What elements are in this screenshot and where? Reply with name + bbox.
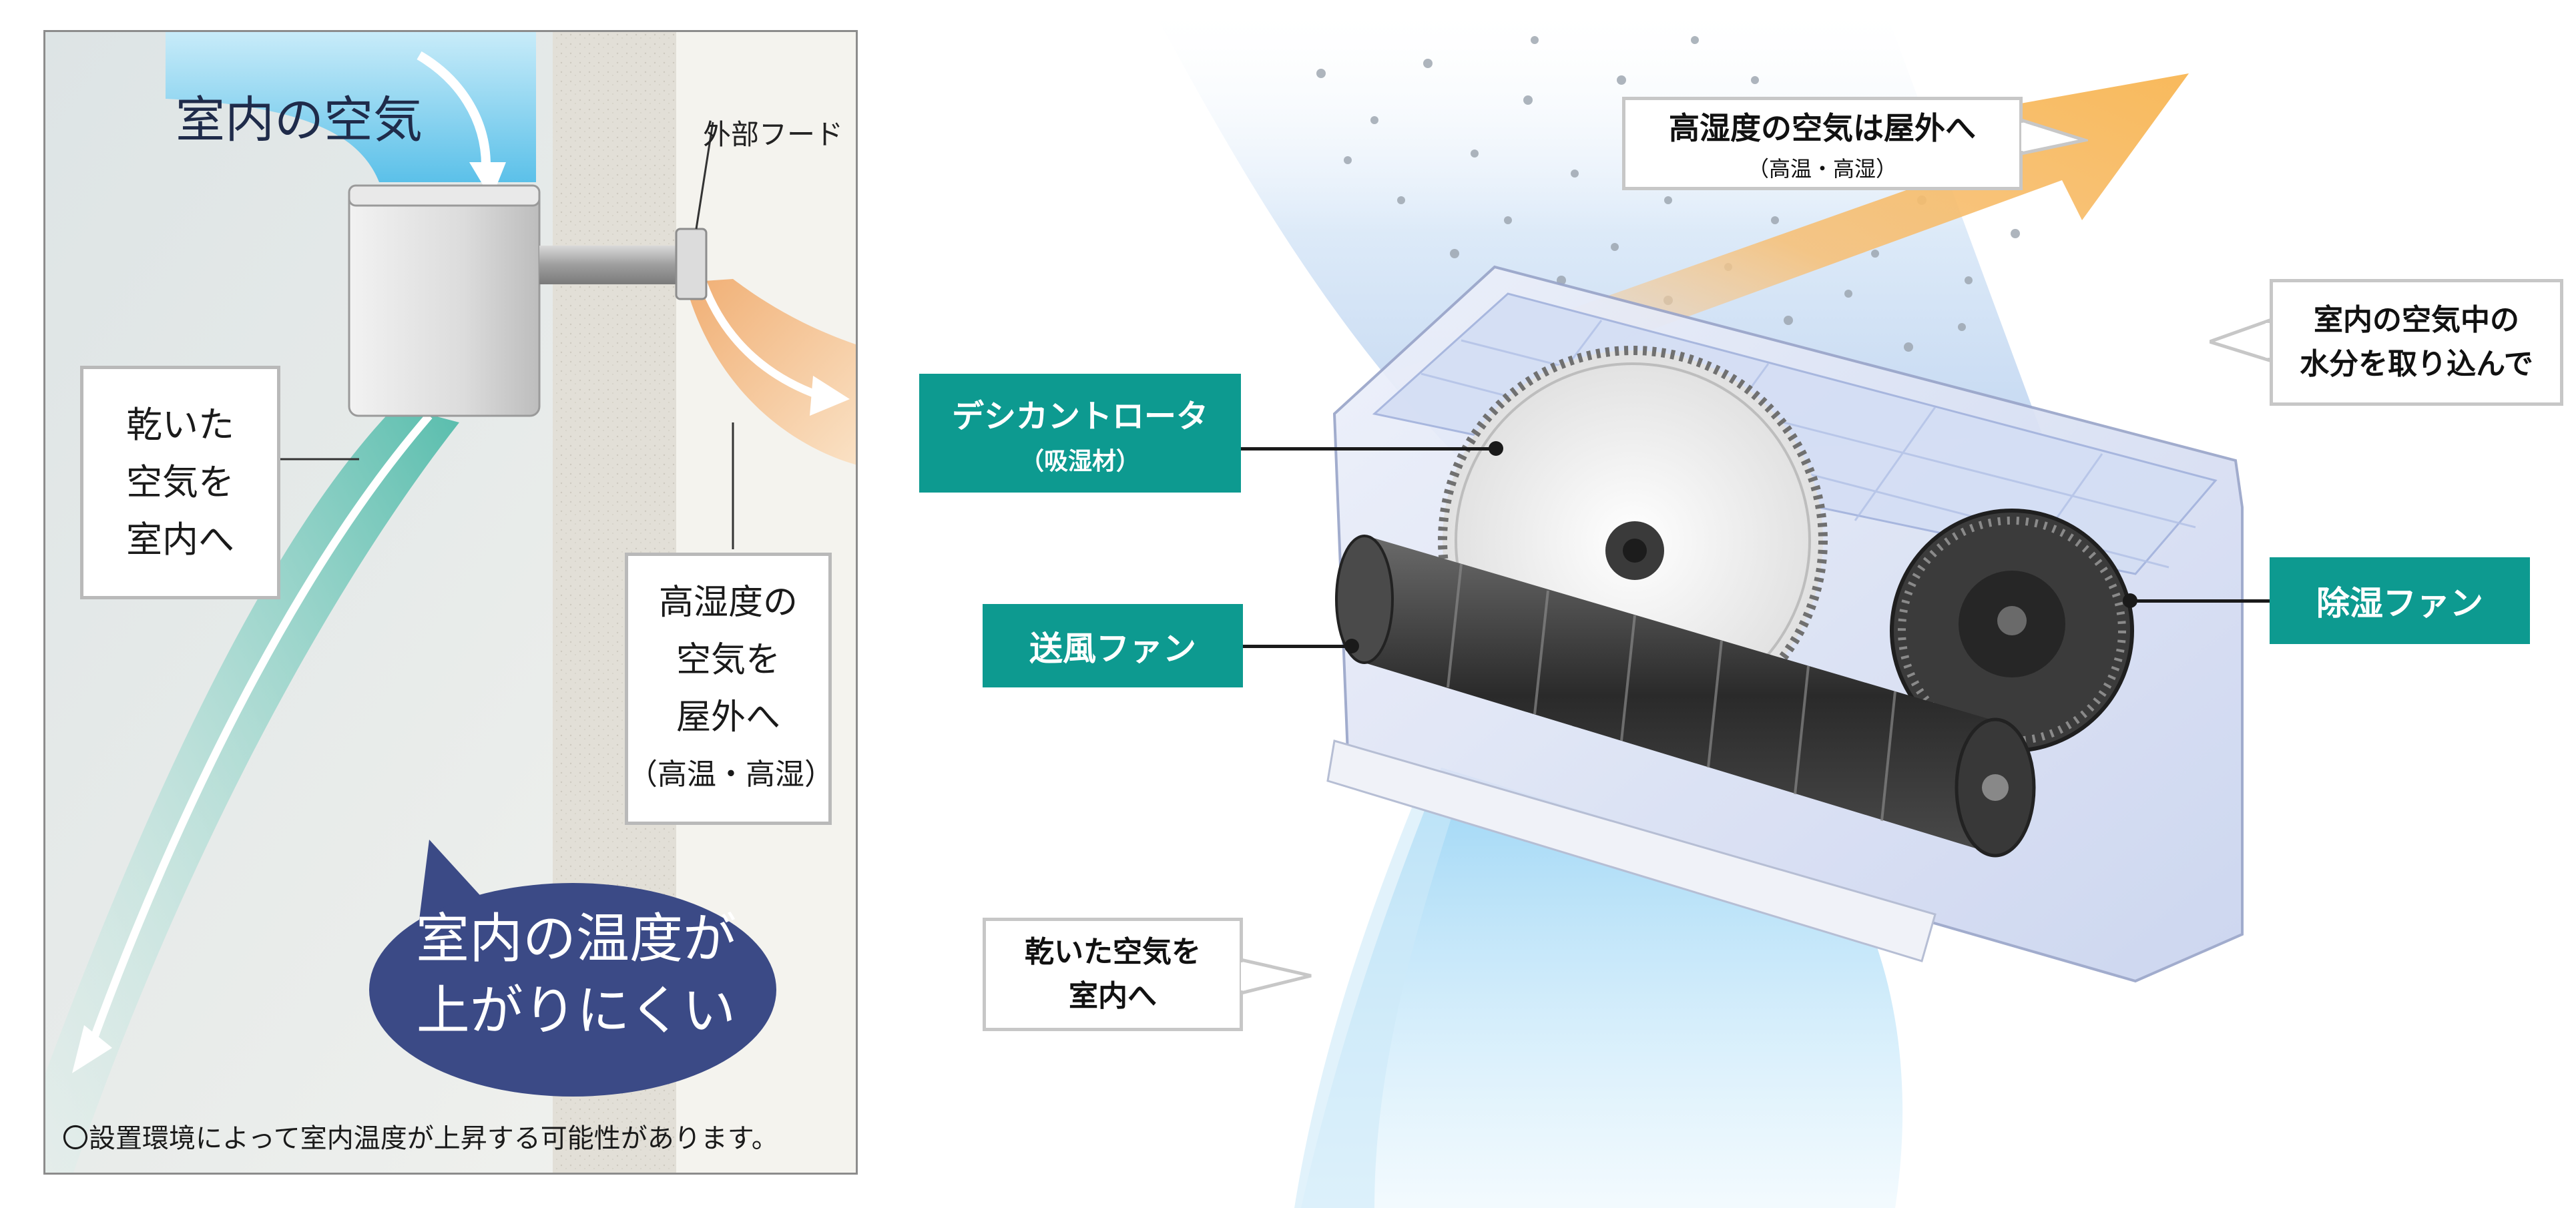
dry-air-line-1: 乾いた <box>126 396 234 454</box>
dry-air-label-box: 乾いた 空気を 室内へ <box>80 366 280 599</box>
blower-fan-leader-line <box>1243 645 1350 648</box>
humid-air-line-3: 屋外へ <box>676 689 780 746</box>
blower-fan-leader-dot <box>1344 639 1359 653</box>
blower-fan-label: 送風ファン <box>983 604 1243 687</box>
bubble-line-1: 室内の温度が <box>376 903 776 975</box>
dry-air-callout: 乾いた空気を 室内へ <box>983 918 1243 1031</box>
exhaust-callout: 高湿度の空気は屋外へ （高温・高湿） <box>1622 97 2023 190</box>
dry-air-callout-line-1: 乾いた空気を <box>1025 930 1201 974</box>
blower-fan-title: 送風ファン <box>1029 622 1196 670</box>
dry-air-line-2: 空気を <box>126 454 234 511</box>
exhaust-callout-tail <box>2021 113 2088 167</box>
humid-air-line-4: （高温・高湿） <box>628 746 828 804</box>
external-hood-label: 外部フード <box>703 112 843 153</box>
left-panel: 室内の空気 外部フード 乾いた 空気を 室内へ 高湿度の 空気を 屋外へ （高温… <box>43 30 858 1175</box>
moisture-intake-line-1: 室内の空気中の <box>2314 298 2519 342</box>
desiccant-rotor-title: デシカントロータ <box>952 390 1208 436</box>
dehumid-fan-leader-line <box>2133 599 2270 603</box>
bubble-line-2: 上がりにくい <box>376 975 776 1047</box>
desiccant-leader-line <box>1241 447 1495 450</box>
dehumid-fan-title: 除湿ファン <box>2316 577 2483 625</box>
exhaust-callout-main: 高湿度の空気は屋外へ <box>1669 104 1976 148</box>
moisture-intake-callout: 室内の空気中の 水分を取り込んで <box>2270 279 2563 406</box>
dehumid-fan-leader-dot <box>2123 593 2137 608</box>
dry-air-line-3: 室内へ <box>126 511 234 569</box>
temperature-bubble-text: 室内の温度が 上がりにくい <box>376 903 776 1047</box>
dry-air-callout-tail <box>1241 954 1314 1008</box>
dry-air-callout-line-2: 室内へ <box>1069 974 1157 1018</box>
humid-air-label-box: 高湿度の 空気を 屋外へ （高温・高湿） <box>625 553 832 825</box>
moisture-intake-line-2: 水分を取り込んで <box>2300 342 2533 386</box>
desiccant-rotor-sub: （吸湿材） <box>1020 442 1140 477</box>
footnote: 〇設置環境によって室内温度が上昇する可能性があります。 <box>62 1117 778 1155</box>
indoor-air-title: 室内の空気 <box>176 80 423 152</box>
desiccant-leader-dot <box>1489 441 1503 456</box>
exhaust-callout-sub: （高温・高湿） <box>1748 152 1897 183</box>
humid-air-line-1: 高湿度の <box>659 574 798 631</box>
moisture-callout-tail <box>2210 314 2270 367</box>
desiccant-rotor-label: デシカントロータ （吸湿材） <box>919 374 1241 493</box>
dehumid-fan-label: 除湿ファン <box>2270 557 2530 644</box>
humid-air-line-2: 空気を <box>676 631 780 689</box>
